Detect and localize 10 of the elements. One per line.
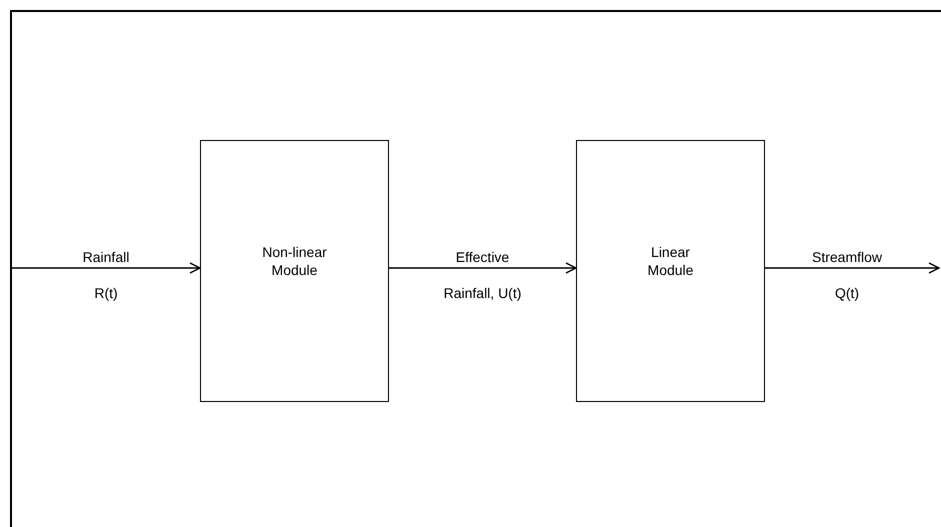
arrow <box>12 262 201 274</box>
module-label: Non-linear Module <box>261 243 328 279</box>
module-label: Linear Module <box>646 243 694 279</box>
edge-label: Effective Rainfall, U(t) <box>442 248 522 303</box>
edge-label: Streamflow Q(t) <box>810 248 884 303</box>
arrow <box>765 262 940 274</box>
module-box <box>200 140 389 402</box>
edge-label: Rainfall R(t) <box>82 248 130 303</box>
arrow <box>389 262 577 274</box>
module-box <box>576 140 765 402</box>
